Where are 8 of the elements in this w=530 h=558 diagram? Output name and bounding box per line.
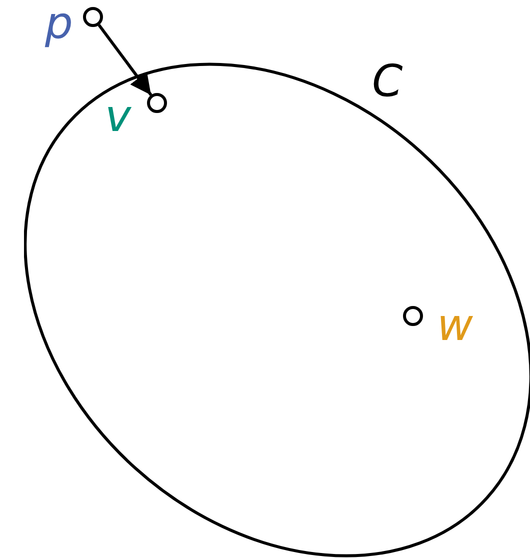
arrow bbox=[98, 24, 152, 96]
point-label: w bbox=[437, 304, 473, 348]
point-label: p bbox=[45, 2, 73, 46]
point-label: v bbox=[105, 95, 132, 139]
point-marker bbox=[403, 306, 423, 326]
point-marker bbox=[147, 93, 167, 113]
point-marker bbox=[83, 7, 103, 27]
set-label: C bbox=[372, 60, 403, 104]
